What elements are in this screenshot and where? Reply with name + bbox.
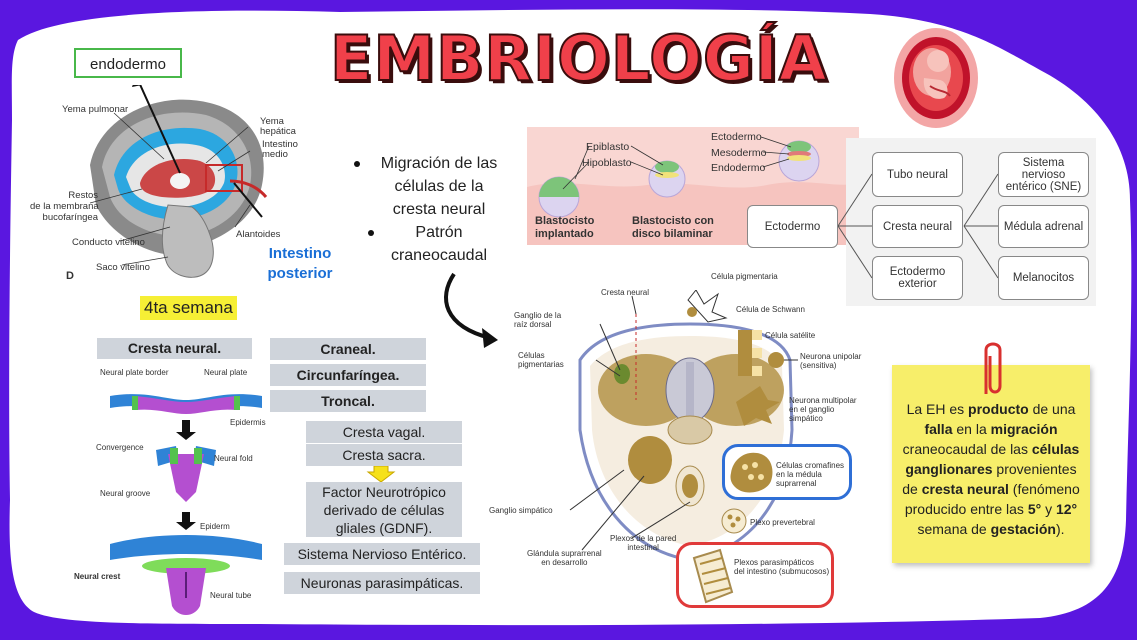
flow-cresta-neural: Cresta neural [872,205,963,248]
label-endodermo-blasto: Endodermo [711,162,766,174]
label-saco-vitelino: Saco vitelino [96,262,150,273]
prevertebral-icon [721,508,747,534]
neural-tube-diagram [110,394,262,615]
craneal-bar: Craneal. [270,338,426,360]
label-neural-crest: Neural crest [74,572,121,581]
label-mesodermo: Mesodermo [711,147,767,159]
sne-bar: Sistema Nervioso Entérico. [284,543,480,565]
page-title: EMBRIOLOGÍA [329,21,828,96]
bullet-dot [354,161,360,167]
flow-ectodermo-exterior: Ectodermo exterior [872,256,963,300]
fetus-icon [894,28,978,128]
label-neural-plate: Neural plate [204,368,248,377]
flow-tubo-neural: Tubo neural [872,152,963,197]
sticky-note: La EH es producto de una falla en la mig… [892,365,1090,563]
troncal-bar: Troncal. [270,390,426,412]
cresta-sacra-bar: Cresta sacra. [306,444,462,466]
label-ganglio-simpatico: Ganglio simpático [489,506,553,515]
label-celula-pigmentaria: Célula pigmentaria [711,272,778,281]
label-panel-d: D [66,270,74,282]
cresta-vagal-bar: Cresta vagal. [306,421,462,443]
bullet-item: Patrón craneocaudal [352,221,512,267]
label-neurona-unipolar: Neurona unipolar(sensitiva) [800,352,862,370]
label-neural-tube: Neural tube [210,591,252,600]
down-arrow-icon [366,466,396,482]
label-cresta-neural-cs: Cresta neural [601,288,650,297]
flow-medula-adrenal: Médula adrenal [998,205,1089,248]
label-neural-fold: Neural fold [214,454,253,463]
label-convergence: Convergence [96,443,144,452]
intestine-segment-icon [692,548,734,604]
curved-arrow-icon [444,272,498,348]
label-hipoblasto: Hipoblasto [582,157,632,169]
paperclip-icon [984,342,1002,394]
label-neural-groove: Neural groove [100,489,151,498]
label-plexo-prevertebral: Plexo prevertebral [750,518,815,527]
cresta-neural-header: Cresta neural. [97,338,252,359]
label-ectodermo-blasto: Ectodermo [711,131,762,143]
label-epidermis: Epidermis [230,418,266,427]
bullet-list: Migración de las células de la cresta ne… [352,152,512,267]
parasimpaticas-bar: Neuronas parasimpáticas. [284,572,480,594]
label-alantoides: Alantoides [236,229,281,240]
label-celula-satelite: Célula satélite [765,331,816,340]
cromafines-icon [730,452,773,493]
circunfaringea-bar: Circunfaríngea. [270,364,426,386]
endodermo-label: endodermo [74,48,182,78]
bullet-dot [368,230,374,236]
label-epiblasto: Epiblasto [586,141,630,153]
label-conducto-vitelino: Conducto vitelino [72,237,145,248]
flow-ectodermo: Ectodermo [747,205,838,248]
label-yema-pulmonar: Yema pulmonar [62,104,129,115]
flow-sne: Sistema nervioso entérico (SNE) [998,152,1089,197]
label-epiderm: Epiderm [200,522,230,531]
bullet-item: Migración de las células de la cresta ne… [352,152,512,221]
week-label: 4ta semana [140,296,237,320]
label-celula-schwann: Célula de Schwann [736,305,805,314]
flow-melanocitos: Melanocitos [998,256,1089,300]
flow-connectors [837,173,999,279]
embryo-diagram [89,85,268,278]
label-neural-plate-border: Neural plate border [100,368,169,377]
